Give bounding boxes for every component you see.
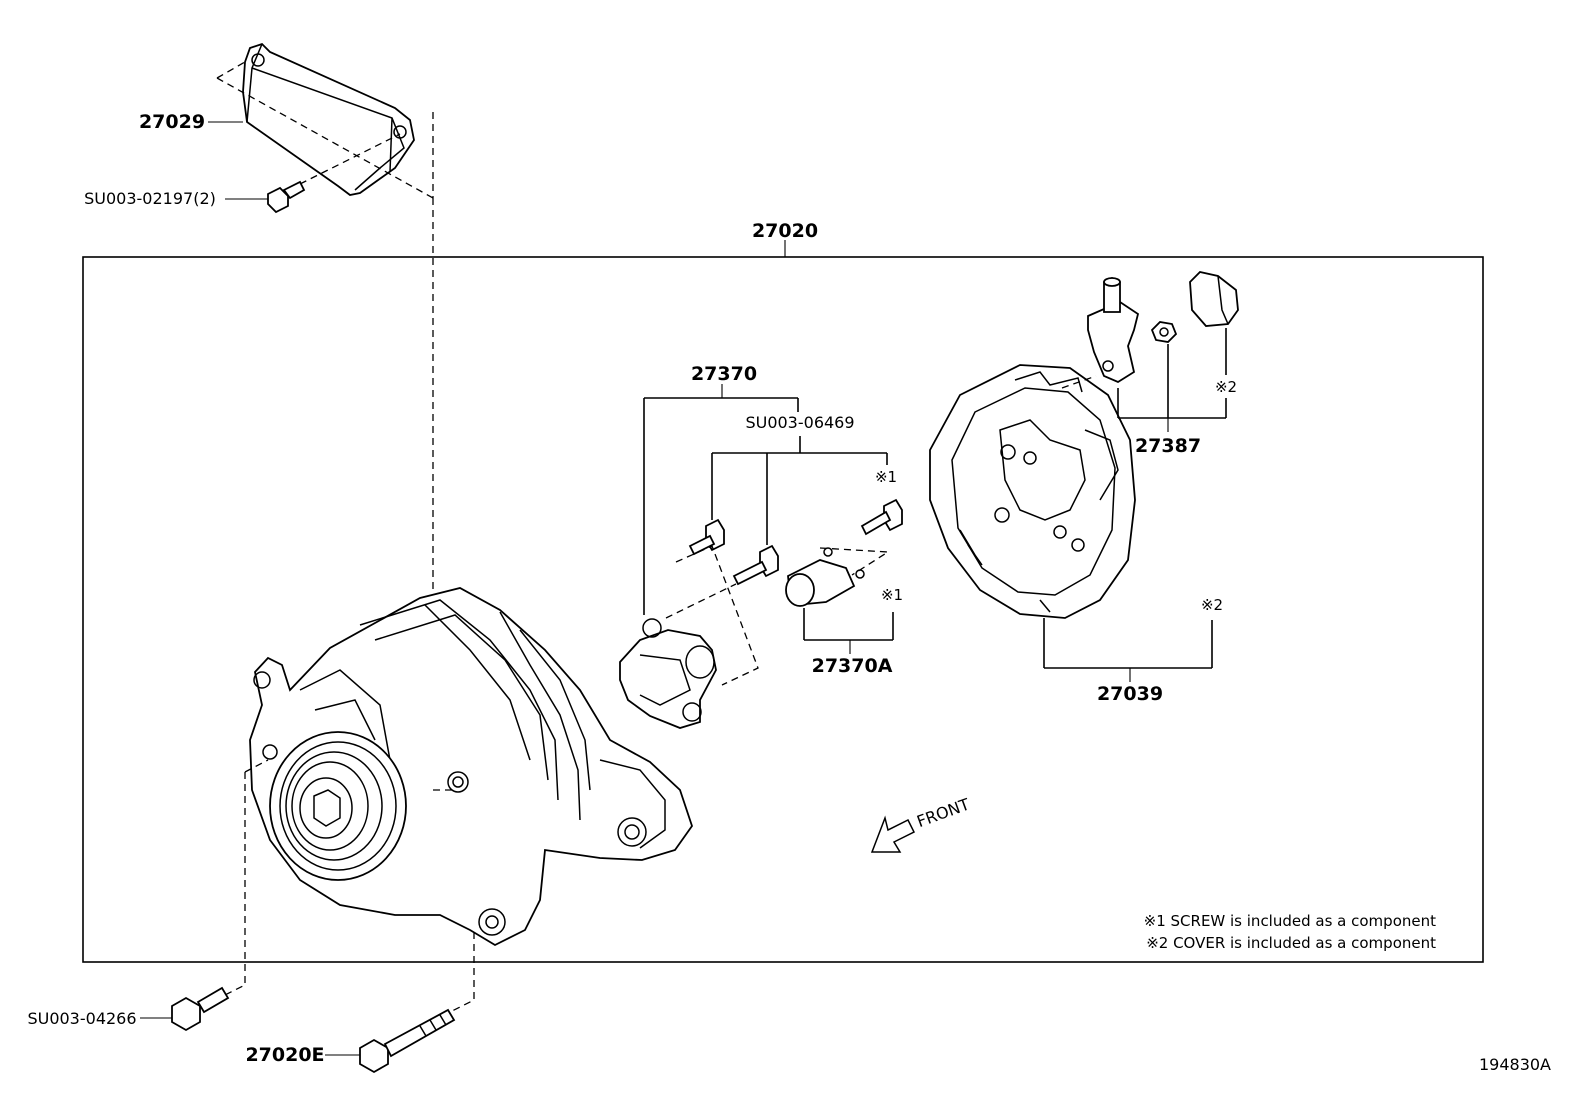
note-screw: ※1 SCREW is included as a component: [1144, 912, 1436, 930]
label-su003-04266[interactable]: SU003-04266: [27, 1009, 136, 1028]
label-su003-02197[interactable]: SU003-02197(2): [84, 189, 216, 208]
cover-mark-upper: ※2: [1215, 378, 1237, 396]
label-27020[interactable]: 27020: [752, 220, 818, 242]
alternator-part[interactable]: [249, 587, 693, 947]
through-bolt-part[interactable]: [359, 1008, 456, 1074]
label-27370a[interactable]: 27370A: [812, 655, 893, 677]
note-cover: ※2 COVER is included as a component: [1146, 934, 1436, 952]
rear-end-cover-part[interactable]: [929, 364, 1136, 619]
cover-mark-lower: ※2: [1201, 596, 1223, 614]
label-27029[interactable]: 27029: [139, 111, 205, 133]
screw-mark-bottom: ※1: [881, 586, 903, 604]
label-27039[interactable]: 27039: [1097, 683, 1163, 705]
brush-holder-part[interactable]: [785, 547, 865, 607]
mount-bolt-part[interactable]: [171, 986, 230, 1032]
label-27387[interactable]: 27387: [1135, 435, 1201, 457]
terminal-insulator-part[interactable]: [1087, 276, 1140, 384]
terminal-nut-part[interactable]: [1150, 321, 1178, 343]
regulator-screw-2-part[interactable]: [732, 544, 779, 586]
label-27370[interactable]: 27370: [691, 363, 757, 385]
label-27020e[interactable]: 27020E: [245, 1044, 324, 1066]
assembly-frame: [82, 256, 1484, 963]
regulator-part[interactable]: [619, 618, 717, 729]
brush-screw-part[interactable]: [860, 498, 903, 536]
diagram-id: 194830A: [1479, 1055, 1551, 1074]
regulator-screw-1-part[interactable]: [688, 518, 725, 556]
screw-mark-top: ※1: [875, 468, 897, 486]
label-su003-06469[interactable]: SU003-06469: [745, 413, 854, 432]
terminal-cover-part[interactable]: [1189, 271, 1239, 327]
bracket-cover-part[interactable]: [242, 42, 415, 196]
bracket-bolt-part[interactable]: [267, 180, 306, 214]
front-arrow-icon: [870, 815, 916, 853]
front-direction-label: FRONT: [914, 794, 972, 831]
